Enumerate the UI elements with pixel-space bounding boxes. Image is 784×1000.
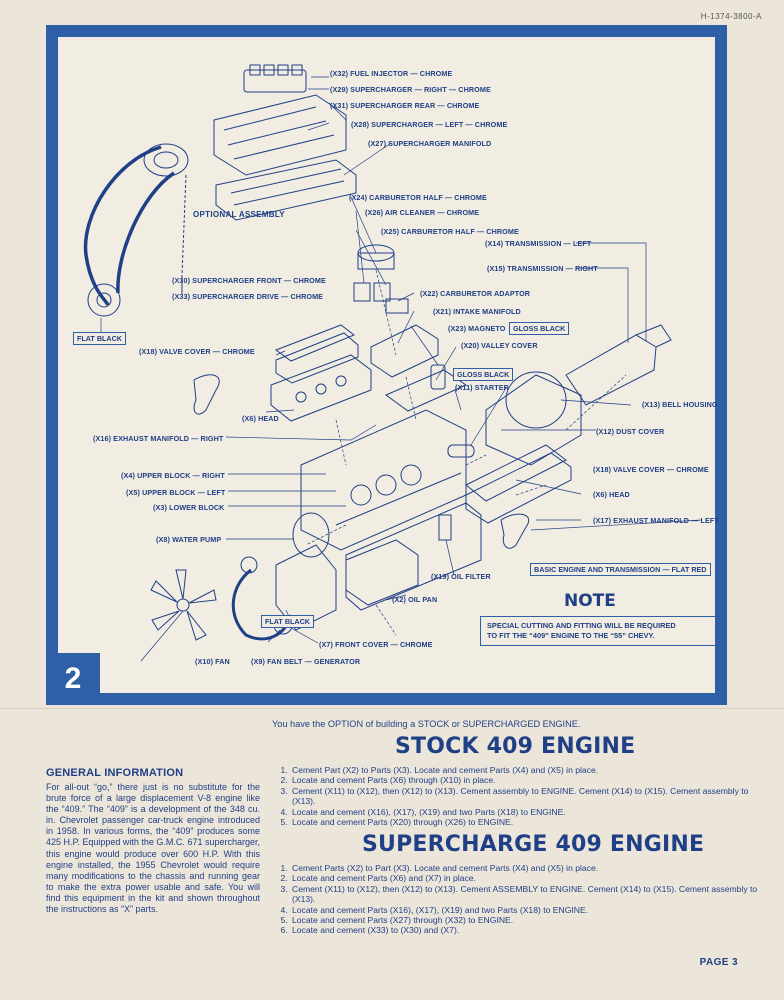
gloss-black-tag-2: GLOSS BLACK: [453, 368, 514, 381]
bell-housing-drawing: [485, 371, 582, 466]
label-x28: (X28) SUPERCHARGER — LEFT — CHROME: [351, 120, 508, 129]
label-x18-right: (X18) VALVE COVER — CHROME: [593, 465, 709, 474]
label-x3: (X3) LOWER BLOCK: [153, 503, 225, 512]
label-x19: (X19) OIL FILTER: [431, 572, 491, 581]
exploded-engine-diagram: [83, 64, 702, 662]
label-x10: (X10) FAN: [195, 657, 230, 666]
label-x22: (X22) CARBURETOR ADAPTOR: [420, 289, 531, 298]
supercharger-drawing: [213, 94, 347, 176]
general-information-body: For all-out “go,” there just is no subst…: [46, 782, 260, 915]
super-step: Locate and cement Parts (X6) and (X7) in…: [290, 873, 760, 883]
label-x18-top: (X18) VALVE COVER — CHROME: [139, 347, 255, 356]
label-x23: (X23) MAGNETO: [448, 324, 506, 333]
head-left-drawing: [270, 354, 372, 422]
label-x11: (X11) STARTER: [455, 383, 509, 392]
label-x13: (X13) BELL HOUSING: [642, 400, 718, 409]
water-pump-drawing: [292, 512, 330, 558]
supercharge-engine-steps: Cement Parts (X2) to Part (X3). Locate a…: [272, 863, 760, 936]
label-x16: (X16) EXHAUST MANIFOLD — RIGHT: [93, 434, 224, 443]
starter-drawing: [447, 444, 475, 458]
note-title: NOTE: [564, 591, 616, 611]
stock-step: Locate and cement Parts (X20) through (X…: [290, 817, 760, 827]
super-step: Locate and cement Parts (X27) through (X…: [290, 915, 760, 925]
page-number: PAGE 3: [699, 957, 738, 968]
label-x15: (X15) TRANSMISSION — RIGHT: [487, 264, 598, 273]
carburetor-drawing: [353, 244, 409, 314]
option-text: You have the OPTION of building a STOCK …: [272, 719, 581, 729]
label-x32: (X32) FUEL INJECTOR — CHROME: [330, 69, 453, 78]
flat-black-tag-1: FLAT BLACK: [73, 332, 126, 345]
general-information-title: GENERAL INFORMATION: [46, 767, 184, 779]
gloss-black-tag-1: GLOSS BLACK: [509, 322, 570, 335]
label-x8: (X8) WATER PUMP: [156, 535, 222, 544]
supercharger-front-drawing: [143, 143, 189, 177]
label-x27: (X27) SUPERCHARGER MANIFOLD: [368, 139, 492, 148]
super-step: Locate and cement (X33) to (X30) and (X7…: [290, 925, 760, 935]
page-fold: [0, 708, 784, 709]
fan-drawing: [150, 569, 217, 641]
label-x24: (X24) CARBURETOR HALF — CHROME: [349, 193, 487, 202]
valve-cover-left-drawing: [274, 324, 359, 384]
front-cover-drawing: [275, 544, 337, 631]
stock-engine-title: STOCK 409 ENGINE: [395, 734, 636, 759]
label-x31: (X31) SUPERCHARGER REAR — CHROME: [330, 101, 480, 110]
exhaust-manifold-left-drawing: [500, 513, 529, 549]
label-x9: (X9) FAN BELT — GENERATOR: [251, 657, 361, 666]
oil-filter-drawing: [438, 514, 452, 541]
supercharger-drive-belt-drawing: [83, 145, 175, 306]
super-step: Locate and cement Parts (X16), (X17), (X…: [290, 905, 760, 915]
exhaust-manifold-right-drawing: [193, 374, 220, 415]
transmission-drawing: [565, 324, 672, 406]
stock-step: Cement Part (X2) to Parts (X3). Locate a…: [290, 765, 760, 775]
supercharge-engine-title: SUPERCHARGE 409 ENGINE: [362, 832, 705, 857]
label-x17: (X17) EXHAUST MANIFOLD — LEFT: [593, 516, 719, 525]
label-x12: (X12) DUST COVER: [596, 427, 665, 436]
intake-manifold-drawing: [370, 324, 468, 412]
oil-pan-drawing: [345, 539, 419, 606]
label-x14: (X14) TRANSMISSION — LEFT: [485, 239, 592, 248]
step-number-badge: 2: [46, 653, 100, 705]
document-code: H-1374-3800-A: [700, 12, 762, 21]
fuel-injector-drawing: [243, 64, 307, 93]
note-line-2: TO FIT THE “409” ENGINE TO THE “55” CHEV…: [487, 630, 655, 640]
stock-step: Locate and cement (X16), (X17), (X19) an…: [290, 807, 760, 817]
stock-step: Cement (X11) to (X12), then (X12) to (X1…: [290, 786, 760, 807]
label-x6-right: (X6) HEAD: [593, 490, 630, 499]
super-step: Cement (X11) to (X12), then (X12) to (X1…: [290, 884, 760, 905]
label-x33: (X33) SUPERCHARGER DRIVE — CHROME: [172, 292, 324, 301]
stock-engine-steps: Cement Part (X2) to Parts (X3). Locate a…: [272, 765, 760, 827]
label-x7: (X7) FRONT COVER — CHROME: [319, 640, 433, 649]
super-step: Cement Parts (X2) to Part (X3). Locate a…: [290, 863, 760, 873]
label-x20: (X20) VALLEY COVER: [461, 341, 538, 350]
paint-color-tag: BASIC ENGINE AND TRANSMISSION — FLAT RED: [530, 563, 711, 576]
label-x30: (X30) SUPERCHARGER FRONT — CHROME: [172, 276, 326, 285]
label-x2: (X2) OIL PAN: [392, 595, 438, 604]
valve-cover-right-drawing: [465, 444, 572, 524]
optional-assembly-label: OPTIONAL ASSEMBLY: [193, 210, 285, 219]
label-x4: (X4) UPPER BLOCK — RIGHT: [121, 471, 225, 480]
label-x5: (X5) UPPER BLOCK — LEFT: [126, 488, 226, 497]
label-x6-left: (X6) HEAD: [242, 414, 279, 423]
label-x21: (X21) INTAKE MANIFOLD: [433, 307, 521, 316]
label-x26: (X26) AIR CLEANER — CHROME: [365, 208, 480, 217]
label-x29: (X29) SUPERCHARGER — RIGHT — CHROME: [330, 85, 491, 94]
flat-black-tag-2: FLAT BLACK: [261, 615, 314, 628]
label-x25: (X25) CARBURETOR HALF — CHROME: [381, 227, 519, 236]
stock-step: Locate and cement Parts (X6) through (X1…: [290, 775, 760, 785]
note-line-1: SPECIAL CUTTING AND FITTING WILL BE REQU…: [487, 621, 676, 630]
note-box: SPECIAL CUTTING AND FITTING WILL BE REQU…: [480, 616, 718, 646]
supercharger-manifold-drawing: [215, 159, 357, 221]
supercharger-drive-pulley-drawing: [87, 283, 121, 317]
